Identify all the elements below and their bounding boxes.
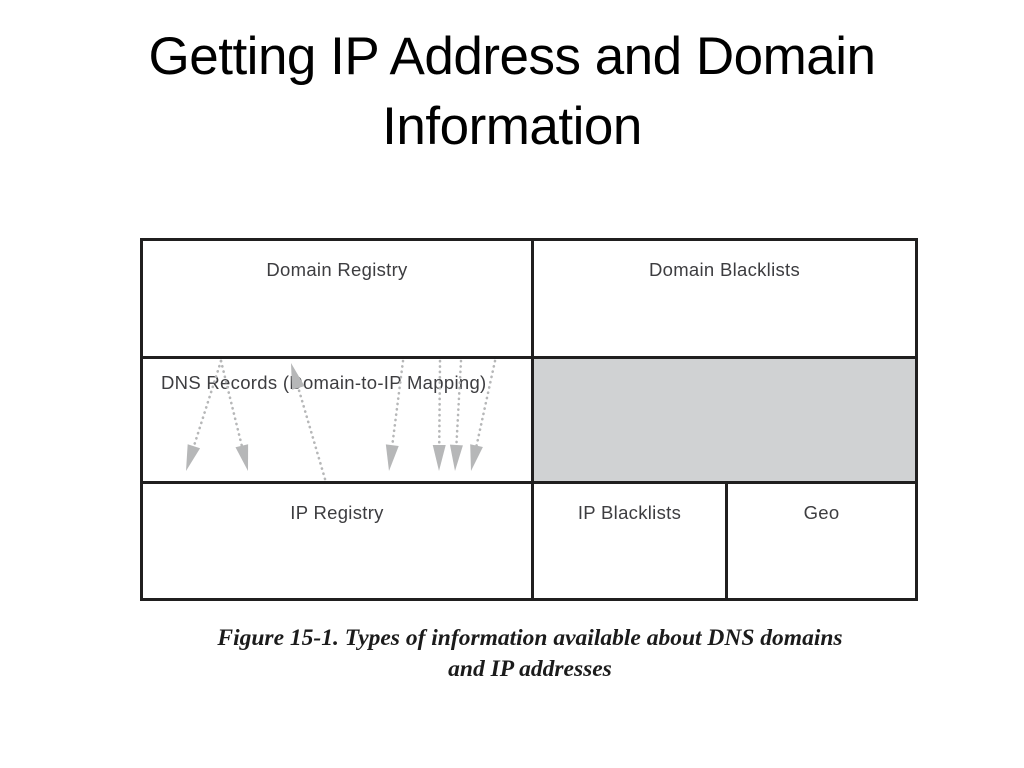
table-column-divider-main [531,241,534,598]
cell-label-domain-blacklists: Domain Blacklists [648,259,801,280]
page-title: Getting IP Address and Domain Informatio… [148,27,876,156]
information-types-table: Domain Registry Domain Blacklists DNS Re… [140,238,918,601]
figure-caption-line-1: Figure 15-1. Types of information availa… [217,625,843,651]
table-row-divider-2 [143,481,915,484]
table-cell-geo: Geo [728,484,915,598]
table-cell-domain-blacklists: Domain Blacklists [534,241,915,356]
cell-label-geo: Geo [803,502,840,523]
table-cell-domain-registry: Domain Registry [143,241,531,356]
cell-label-shaded-empty [534,359,915,377]
table-column-divider-bottom [725,484,728,598]
cell-label-domain-registry: Domain Registry [266,259,408,280]
table-cell-ip-registry: IP Registry [143,484,531,598]
table-cell-ip-blacklists: IP Blacklists [534,484,725,598]
figure-caption-line-2: and IP addresses [448,656,612,683]
cell-label-dns-records: DNS Records (Domain-to-IP Mapping) [161,372,487,393]
figure-block: Domain Registry Domain Blacklists DNS Re… [140,238,920,685]
table-row-divider-1 [143,356,915,359]
cell-label-ip-blacklists: IP Blacklists [577,502,682,523]
table-cell-dns-records: DNS Records (Domain-to-IP Mapping) [143,359,531,481]
cell-label-ip-registry: IP Registry [290,502,384,523]
figure-caption: Figure 15-1. Types of information availa… [140,623,920,685]
table-cell-shaded-empty [534,359,915,481]
